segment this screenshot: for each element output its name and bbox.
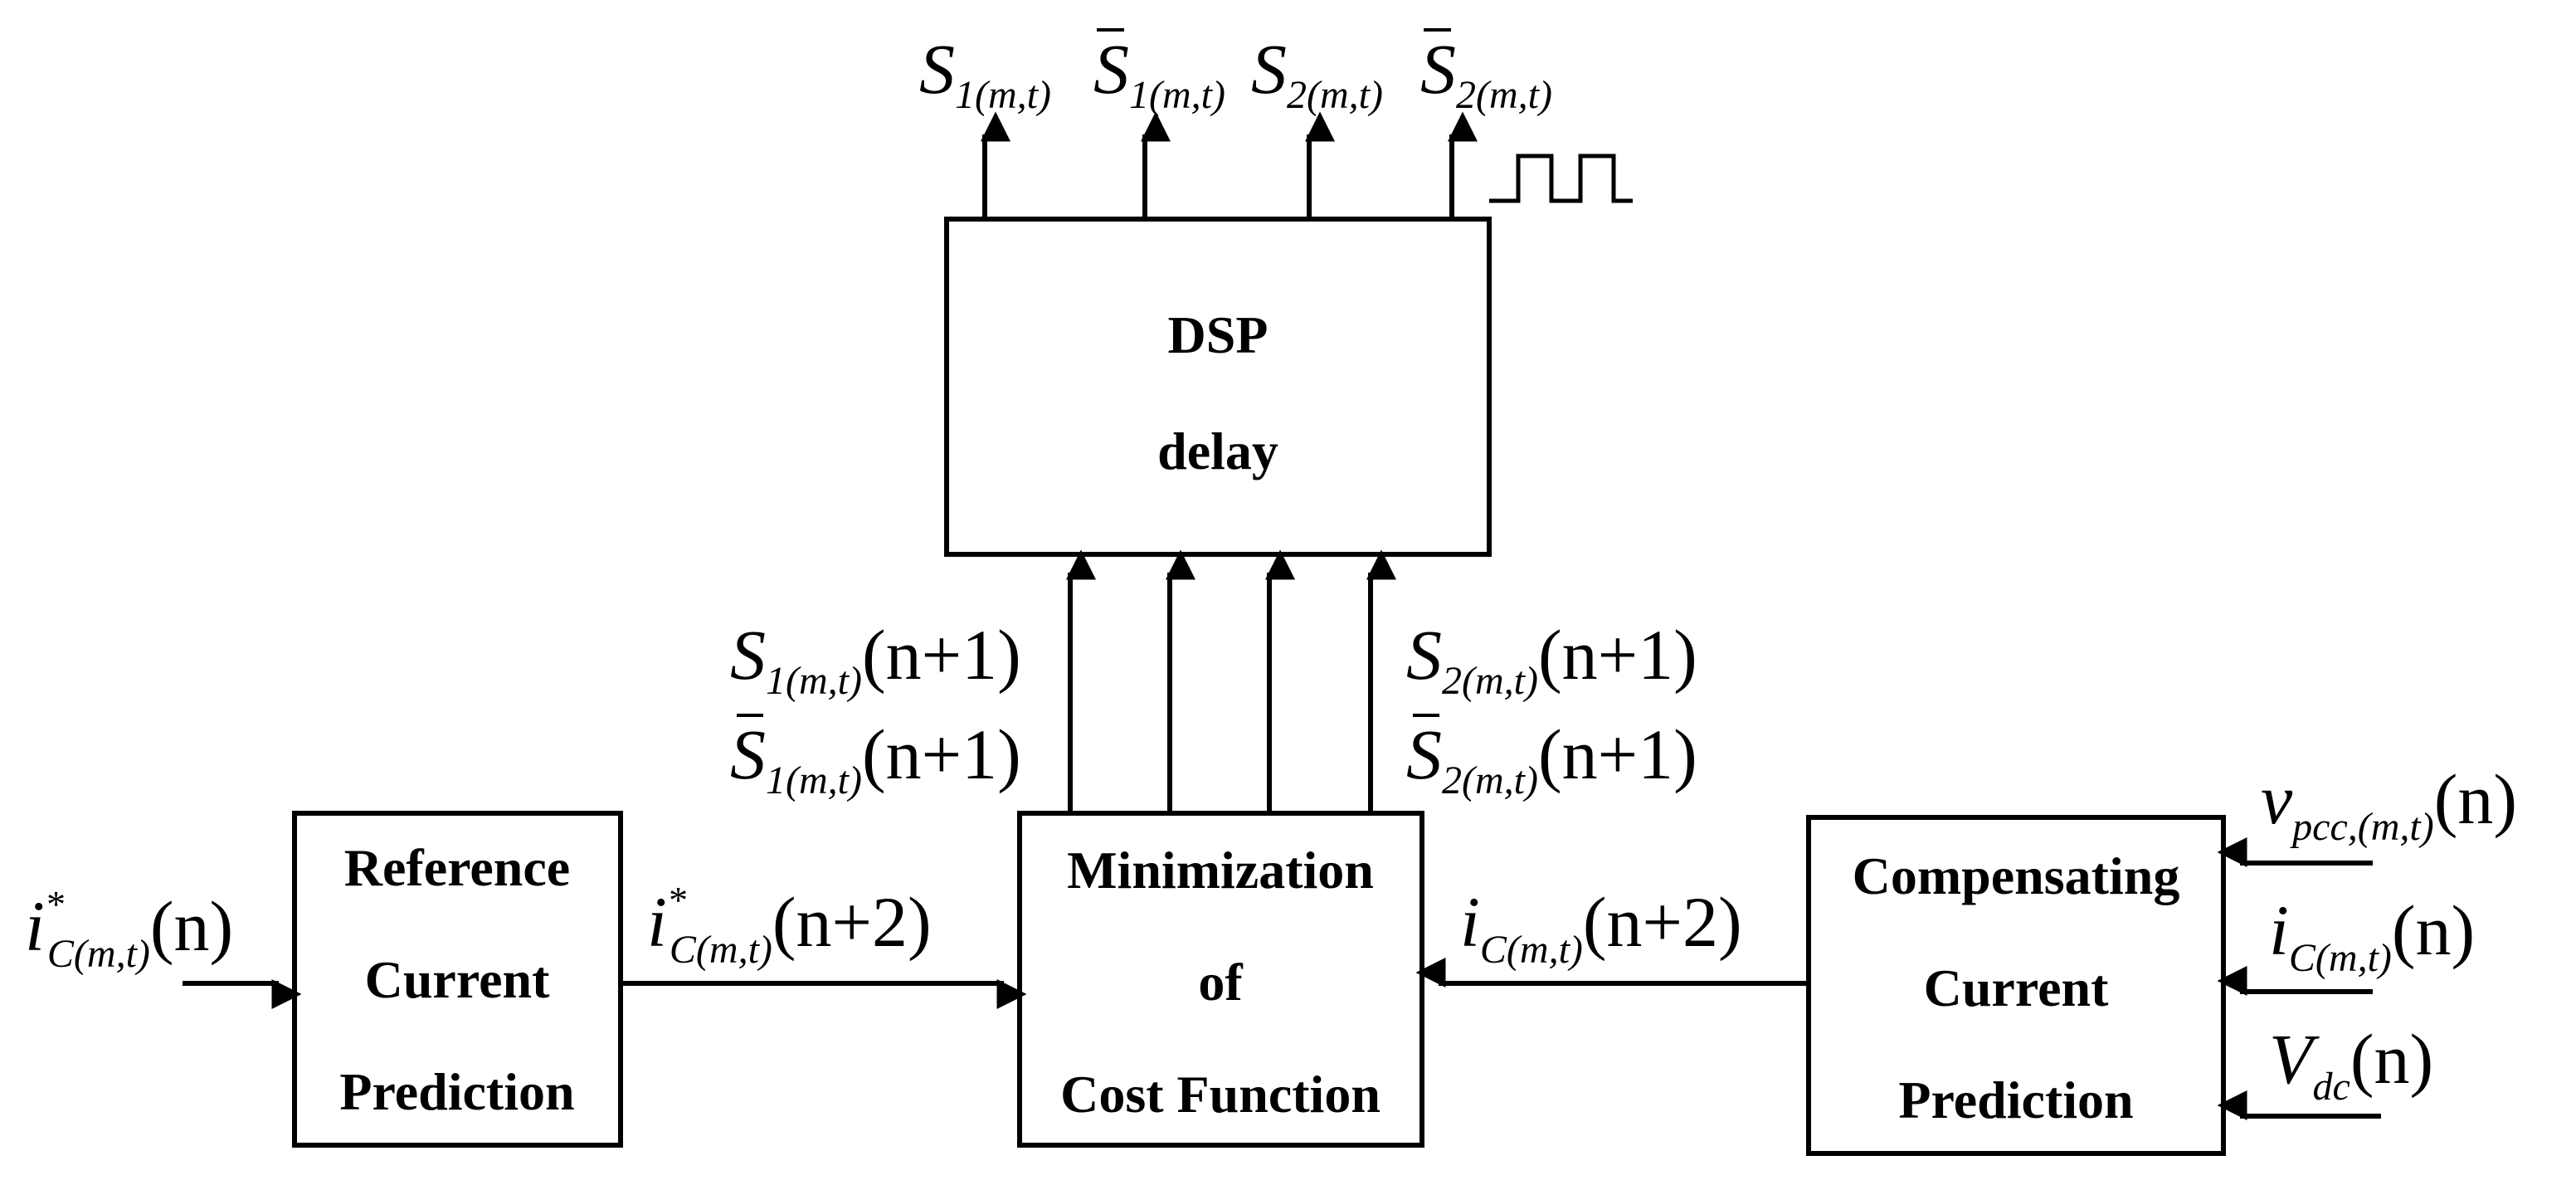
- label-ic-n: iC(m,t)(n): [2269, 890, 2475, 980]
- label-s2-output: S2(m,t): [1251, 29, 1383, 117]
- label-vdc-n: Vdc(n): [2269, 1019, 2433, 1109]
- delay-label: delay: [1157, 422, 1278, 480]
- svg-text:S1(m,t): S1(m,t): [1093, 29, 1225, 117]
- svg-text:S2(m,t)(n+1): S2(m,t)(n+1): [1406, 714, 1697, 802]
- label-s1-n1: S1(m,t)(n+1): [730, 615, 1021, 703]
- reference-current-label: Current: [365, 950, 550, 1009]
- minimization-label: Minimization: [1067, 841, 1374, 900]
- square-wave-icon: [1489, 154, 1633, 203]
- svg-text:S2(m,t): S2(m,t): [1420, 29, 1552, 117]
- dsp-label: DSP: [1168, 305, 1269, 364]
- label-ic-n2: iC(m,t)(n+2): [1460, 882, 1742, 972]
- reference-label: Reference: [344, 838, 570, 897]
- of-label: of: [1198, 953, 1243, 1012]
- reference-current-prediction-block: Reference Current Prediction: [292, 811, 623, 1148]
- minimization-cost-function-block: Minimization of Cost Function: [1017, 811, 1424, 1148]
- compensating-prediction-label: Prediction: [1898, 1070, 2133, 1129]
- compensating-current-prediction-block: Compensating Current Prediction: [1806, 815, 2226, 1156]
- label-iref-n: i*C(m,t)(n): [25, 883, 233, 976]
- label-iref-n2: i*C(m,t)(n+2): [647, 879, 932, 972]
- label-s1bar-output: S1(m,t): [1093, 28, 1225, 117]
- label-s2-n1: S2(m,t)(n+1): [1406, 615, 1697, 703]
- dsp-delay-block: DSP delay: [944, 217, 1492, 557]
- reference-prediction-label: Prediction: [339, 1062, 574, 1121]
- label-s2bar-output: S2(m,t): [1420, 28, 1552, 117]
- label-s1bar-n1: S1(m,t)(n+1): [730, 714, 1021, 802]
- svg-text:S1(m,t)(n+1): S1(m,t)(n+1): [730, 714, 1021, 802]
- cost-function-label: Cost Function: [1060, 1065, 1381, 1124]
- label-s1-output: S1(m,t): [919, 29, 1051, 117]
- label-vpcc-n: vpcc,(m,t)(n): [2261, 759, 2517, 849]
- compensating-label: Compensating: [1853, 846, 2180, 905]
- compensating-current-label: Current: [1924, 958, 2109, 1017]
- label-s2bar-n1: S2(m,t)(n+1): [1406, 714, 1697, 802]
